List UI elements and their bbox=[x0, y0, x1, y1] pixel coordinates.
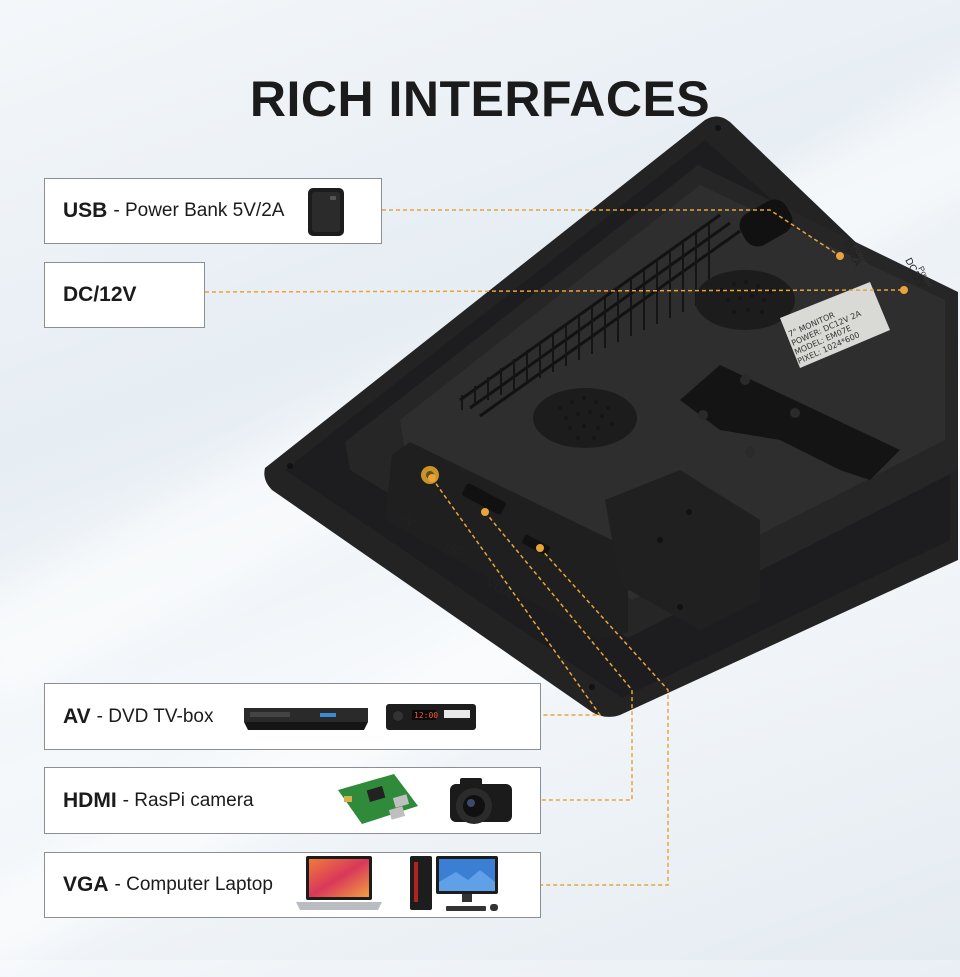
port-panel bbox=[385, 442, 628, 640]
dvd-player-image bbox=[244, 708, 368, 730]
av-description: - DVD TV-box bbox=[96, 705, 214, 727]
usb-description: - Power Bank 5V/2A bbox=[113, 200, 285, 221]
vesa-bracket bbox=[680, 365, 900, 480]
power-bank-image bbox=[308, 188, 344, 236]
tv-box-image: 12:00 bbox=[386, 704, 476, 730]
speaker-grille-right bbox=[695, 270, 795, 330]
av-label: AV bbox=[63, 704, 91, 728]
dc-label: DC/12V bbox=[63, 283, 137, 306]
vga-description: - Computer Laptop bbox=[114, 874, 273, 895]
speaker-grille-left bbox=[533, 388, 637, 448]
camera-image bbox=[450, 778, 512, 824]
page-title: RICH INTERFACES bbox=[249, 71, 711, 127]
vga-label: VGA bbox=[63, 873, 109, 896]
port-label-av: AV bbox=[397, 510, 419, 531]
usb-label: USB bbox=[63, 199, 108, 222]
svg-text:12:00: 12:00 bbox=[414, 711, 438, 720]
raspberry-pi-image bbox=[338, 774, 418, 824]
hdmi-port bbox=[462, 483, 506, 515]
usb-port bbox=[739, 199, 793, 247]
hdmi-label: HDMI bbox=[63, 788, 117, 812]
dc-info-box: DC/12V bbox=[44, 262, 205, 328]
desktop-computer-image bbox=[410, 856, 498, 911]
leader-lines bbox=[204, 209, 905, 886]
laptop-image bbox=[296, 856, 382, 910]
hdmi-info-box: HDMI - RasPi camera bbox=[44, 767, 541, 834]
hdmi-description: - RasPi camera bbox=[122, 789, 254, 811]
